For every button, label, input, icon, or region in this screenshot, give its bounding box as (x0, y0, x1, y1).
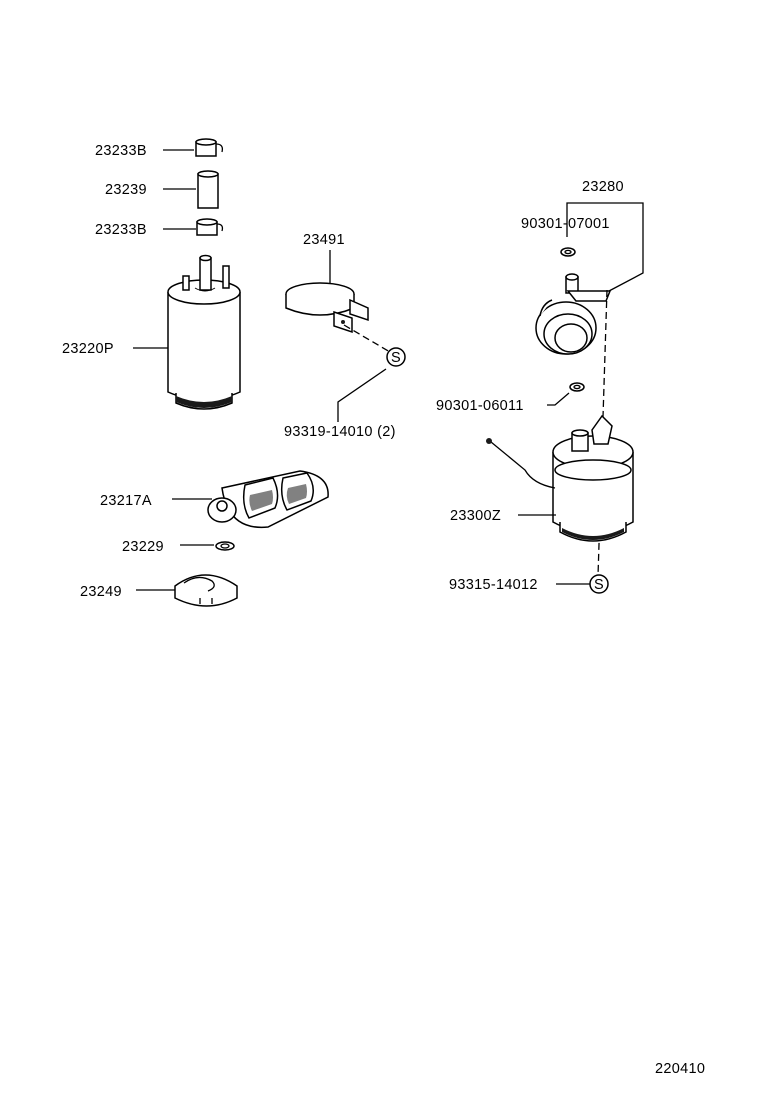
hose-icon (163, 170, 219, 209)
retainer-icon (136, 574, 238, 607)
callout-90301-07001: 90301-07001 (521, 216, 610, 232)
screw-s-label: S (391, 350, 401, 366)
screw-s-icon: S (386, 347, 406, 367)
hose-clip-top-icon (163, 138, 224, 157)
pump-bracket-icon (285, 282, 369, 334)
screw-path-23491 (343, 324, 391, 353)
washer-upper-icon (560, 247, 576, 257)
callout-93315: 93315-14012 (449, 577, 538, 593)
callout-23249: 23249 (80, 584, 122, 600)
leader-93319 (337, 368, 387, 422)
callout-23229: 23229 (122, 539, 164, 555)
washer-icon (180, 541, 235, 551)
callout-23233b-bottom: 23233B (95, 222, 147, 238)
callout-23491: 23491 (303, 232, 345, 248)
diagram-id: 220410 (655, 1061, 705, 1077)
leader-90301-06011 (547, 392, 570, 406)
callout-90301-06011: 90301-06011 (436, 398, 524, 414)
callout-23217a: 23217A (100, 493, 152, 509)
callout-23280: 23280 (582, 179, 624, 195)
washer-lower-icon (569, 382, 585, 392)
callout-23233b-top: 23233B (95, 143, 147, 159)
callout-23220p: 23220P (62, 341, 114, 357)
callout-23300z: 23300Z (450, 508, 501, 524)
hose-clip-bottom-icon (163, 218, 224, 236)
damper-cap-icon (535, 273, 612, 355)
screw-s-label-2: S (594, 577, 604, 593)
pulsation-damper-icon (486, 414, 634, 542)
callout-93319: 93319-14010 (2) (284, 424, 396, 440)
fuel-filter-icon (172, 470, 329, 529)
fuel-pump-icon (133, 254, 241, 410)
screw-s-icon-2: S (589, 574, 609, 594)
callout-23239: 23239 (105, 182, 147, 198)
leader-23280 (566, 202, 644, 292)
